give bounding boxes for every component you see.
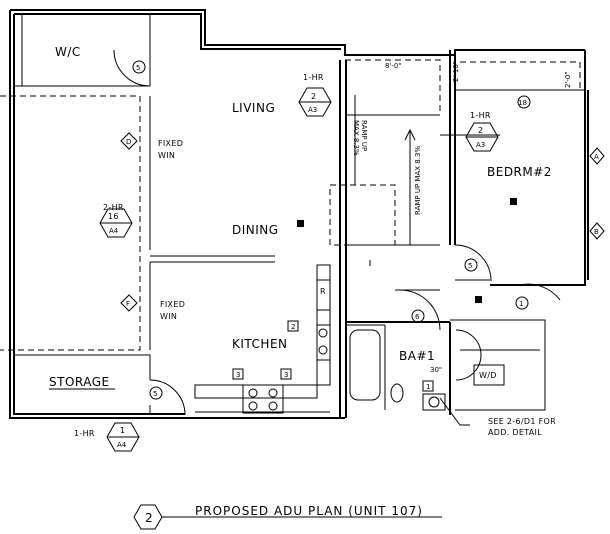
room-label-kitchen: KITCHEN xyxy=(232,337,288,351)
title-number: 2 xyxy=(145,511,154,525)
svg-text:A: A xyxy=(594,153,599,161)
room-label-wd: W/D xyxy=(479,371,497,380)
room-label-wc: W/C xyxy=(55,45,81,59)
svg-text:3: 3 xyxy=(284,371,288,379)
svg-text:2: 2 xyxy=(311,92,316,101)
appliance-tag-3b: 3 xyxy=(280,368,292,380)
svg-text:A3: A3 xyxy=(476,141,485,149)
appliance-tag-2: 2 xyxy=(287,320,299,332)
room-label-living: LIVING xyxy=(232,101,275,115)
svg-text:2-HR: 2-HR xyxy=(103,203,124,212)
detail-note-1: SEE 2-6/D1 FOR xyxy=(488,417,556,426)
marker-door-storage: 5 xyxy=(149,386,163,400)
svg-text:1: 1 xyxy=(426,383,430,391)
detail-note-2: ADD. DETAIL xyxy=(488,428,542,437)
grid-marker-d: D xyxy=(120,132,138,150)
svg-text:A4: A4 xyxy=(117,441,127,449)
svg-text:A4: A4 xyxy=(109,227,119,235)
title-block: 2 PROPOSED ADU PLAN (UNIT 107) xyxy=(133,504,442,530)
svg-text:1-HR: 1-HR xyxy=(303,73,324,82)
grid-marker-b: B xyxy=(589,222,605,240)
ramp-label-left-2: MAX 8.3% xyxy=(352,120,360,156)
bath-tag-1: 1 xyxy=(422,380,434,392)
window-label-lower-2: WIN xyxy=(160,312,177,321)
window-label-upper-2: WIN xyxy=(158,151,175,160)
dimension-right-vertical: 2'-0" xyxy=(564,71,572,88)
svg-text:1-HR: 1-HR xyxy=(74,429,95,438)
svg-text:3: 3 xyxy=(236,371,240,379)
marker-door-bed: 5 xyxy=(464,258,478,272)
svg-text:1: 1 xyxy=(519,300,523,308)
section-tag-bedroom: 1-HR 2 A3 xyxy=(465,111,499,152)
section-tag-west: 2-HR 16 A4 xyxy=(99,203,133,238)
fridge-label: R xyxy=(320,287,326,296)
dimension-right-horizontal: 2'-10" xyxy=(452,61,460,82)
window-label-lower-1: FIXED xyxy=(160,300,185,309)
column-symbol xyxy=(510,198,517,205)
svg-text:A3: A3 xyxy=(308,106,317,114)
marker-wall-18: 18 xyxy=(517,95,531,109)
exterior-walls xyxy=(0,9,585,419)
ramp-label-right: RAMP UP MAX 8.3% xyxy=(414,146,422,215)
appliance-tag-3a: 3 xyxy=(232,368,244,380)
svg-text:1: 1 xyxy=(120,426,125,435)
marker-door-entry: 1 xyxy=(515,296,529,310)
bedroom-walls xyxy=(345,50,589,415)
svg-text:5: 5 xyxy=(468,262,472,270)
svg-text:D: D xyxy=(126,138,131,146)
section-tag-south: 1-HR 1 A4 xyxy=(74,422,140,452)
dimension-bath-clear: 30" xyxy=(430,366,442,374)
dimension-top: 8'-0" xyxy=(385,62,402,70)
kitchen-fixtures xyxy=(242,279,331,414)
room-label-bath: BA#1 xyxy=(399,349,435,363)
svg-text:5: 5 xyxy=(136,64,140,72)
room-label-bedroom: BEDRM#2 xyxy=(487,165,552,179)
section-tag-living: 1-HR 2 A3 xyxy=(298,73,332,117)
svg-text:F: F xyxy=(126,300,130,308)
marker-door-wc: 5 xyxy=(132,60,146,74)
window-label-upper-1: FIXED xyxy=(158,139,183,148)
ramp-label-left: RAMP UP xyxy=(360,120,368,151)
ramp-walls xyxy=(329,59,500,418)
svg-text:6: 6 xyxy=(415,313,420,321)
room-label-storage: STORAGE xyxy=(49,375,110,389)
svg-text:B: B xyxy=(594,228,599,236)
svg-text:18: 18 xyxy=(518,99,527,107)
drawing-title: PROPOSED ADU PLAN (UNIT 107) xyxy=(195,504,423,518)
marker-door-bath: 6 xyxy=(411,309,425,323)
svg-text:5: 5 xyxy=(153,390,157,398)
door-swings xyxy=(113,49,561,416)
column-symbol xyxy=(475,296,482,303)
svg-text:2: 2 xyxy=(291,323,295,331)
room-label-dining: DINING xyxy=(232,223,279,237)
column-symbol xyxy=(297,220,304,227)
svg-text:2: 2 xyxy=(478,126,483,135)
grid-marker-a: A xyxy=(589,147,605,165)
svg-text:16: 16 xyxy=(108,212,119,221)
grid-marker-f: F xyxy=(120,294,138,312)
svg-text:1-HR: 1-HR xyxy=(470,111,491,120)
